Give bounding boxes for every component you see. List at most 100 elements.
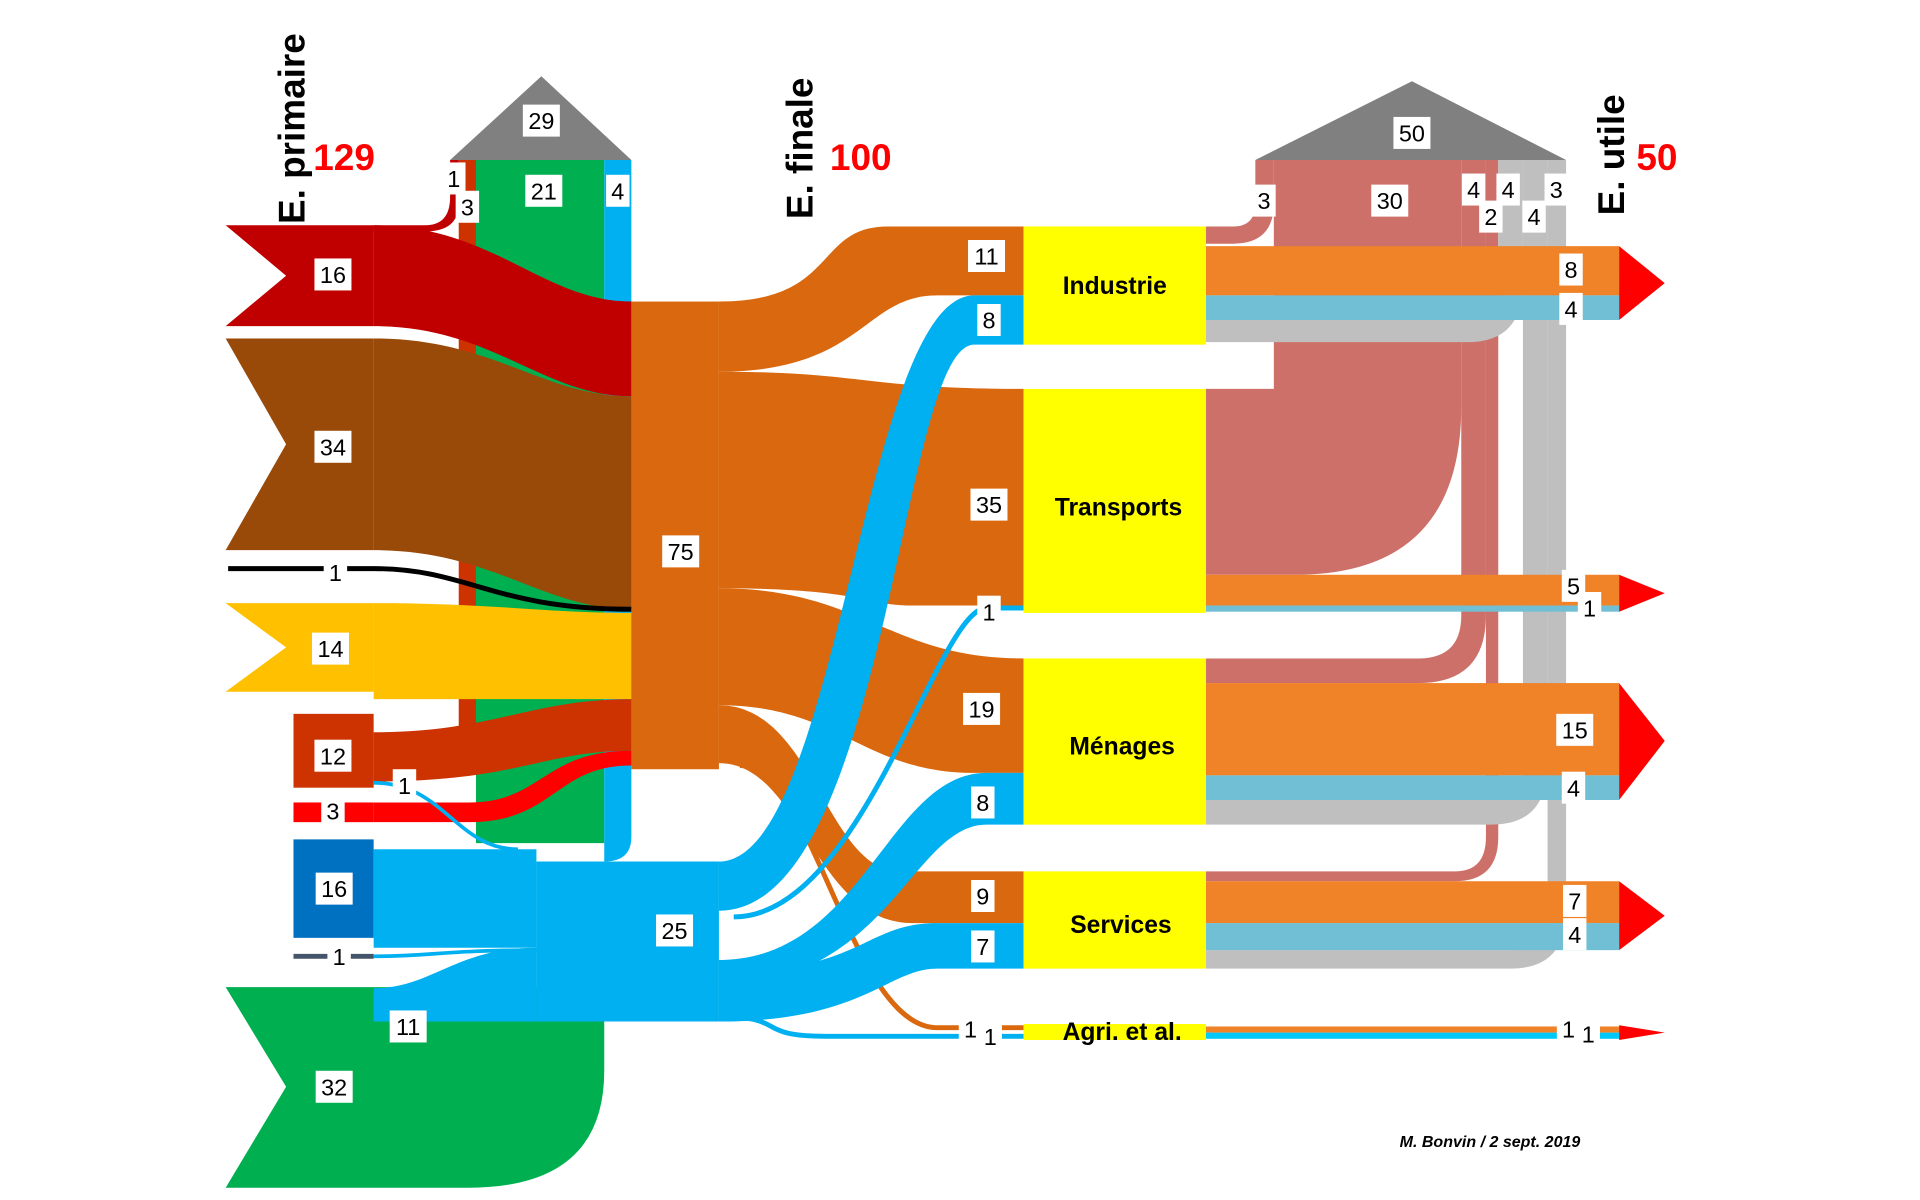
title-final: E. finale (780, 78, 821, 220)
value-label: 1 (329, 560, 342, 586)
value-label-bg (1496, 173, 1520, 206)
value-label-bg (970, 488, 1008, 521)
final-node-blue-25 (536, 861, 719, 1022)
value-label: 1 (984, 1024, 997, 1050)
out-orange-services (1206, 881, 1620, 924)
source-yellow-14 (225, 603, 374, 692)
value-label: 1 (982, 599, 995, 625)
value-label: 34 (320, 434, 346, 460)
sector-box-transports (1023, 388, 1207, 613)
value-label-bg (315, 1070, 353, 1103)
flow-orange-red (373, 699, 632, 782)
value-label: 50 (1399, 121, 1425, 147)
sector-name-transports: Transports (1055, 495, 1182, 522)
value-label-bg (971, 930, 995, 963)
value-label-bg (968, 240, 1006, 272)
sector-name-menages: Ménages (1069, 733, 1174, 760)
value-label-bg (1563, 918, 1587, 951)
value-label-bg (323, 556, 348, 589)
value-label: 19 (969, 697, 995, 723)
value-label: 4 (611, 178, 624, 204)
sector-box-services (1023, 871, 1207, 969)
value-label: 75 (668, 539, 694, 565)
value-label-bg (958, 1012, 983, 1045)
value-label-bg (977, 595, 1001, 628)
flow-red (373, 225, 632, 397)
value-label-bg (1559, 253, 1583, 286)
value-label-bg (662, 535, 700, 568)
value-label: 8 (976, 790, 989, 816)
value-label-bg (315, 872, 353, 905)
value-label-bg (1577, 592, 1602, 624)
value-label-bg (522, 104, 560, 137)
value-label: 1 (398, 773, 411, 799)
value-label: 9 (976, 884, 989, 910)
sector-name-services: Services (1070, 912, 1171, 939)
value-label: 1 (1562, 1017, 1575, 1043)
value-label-bg (392, 769, 417, 802)
value-label-bg (1252, 184, 1276, 217)
value-label: 4 (1502, 177, 1515, 203)
value-label: 3 (1550, 177, 1563, 203)
flow-orange-services (718, 705, 1024, 924)
value-label-bg (977, 304, 1001, 336)
flow-orange-menages (718, 588, 1024, 773)
loss-gray-industrie (1206, 160, 1523, 343)
flow-blue-industrie (718, 295, 1024, 911)
value-label: 16 (321, 876, 347, 902)
value-label: 32 (321, 1074, 347, 1100)
value-label: 3 (326, 799, 339, 825)
value-label: 4 (1528, 204, 1541, 230)
value-label-bg (978, 1020, 1002, 1053)
out-orange-menages (1206, 683, 1620, 776)
value-label: 4 (1467, 177, 1480, 203)
value-label: 29 (528, 108, 554, 134)
useful-outputs (1206, 246, 1665, 1040)
value-label-bg (389, 1010, 427, 1043)
value-label: 4 (1567, 775, 1580, 801)
value-label: 12 (320, 743, 346, 769)
flow-green-to-blue (373, 947, 537, 1022)
value-label: 11 (396, 1014, 420, 1040)
value-label-bg (606, 174, 630, 207)
flow-blue-menages (718, 772, 1024, 985)
flow-black (228, 566, 632, 612)
value-label: 1 (333, 944, 346, 970)
out-blue-menages (1206, 775, 1620, 800)
value-label: 8 (1565, 257, 1578, 283)
arrow-menages (1619, 683, 1665, 800)
value-label: 30 (1377, 188, 1403, 214)
sector-box-industrie (1023, 226, 1207, 345)
sector-box-agri (1023, 1024, 1207, 1040)
out-blue-agri (1206, 1032, 1620, 1039)
arrow-agri (1619, 1025, 1665, 1040)
value-label: 25 (661, 918, 687, 944)
value-label-bg (1556, 713, 1594, 746)
value-label: 5 (1567, 573, 1580, 599)
value-label-bg (656, 914, 694, 947)
total-useful: 50 (1636, 137, 1677, 178)
sector-box-menages (1023, 658, 1207, 825)
flow-yellow (373, 603, 632, 700)
value-label: 1 (1582, 1021, 1595, 1047)
value-label: 1 (447, 166, 460, 192)
value-label-bg (314, 258, 352, 291)
value-label-bg (1544, 173, 1568, 206)
value-label-bg (1371, 184, 1409, 217)
flow-orange-transports (718, 371, 1024, 606)
value-label-bg (327, 940, 351, 973)
value-label: 4 (1568, 922, 1581, 948)
flow-orange-industrie (718, 226, 1024, 372)
value-label-bg (1563, 884, 1587, 917)
value-label-bg (963, 692, 1001, 725)
flow-blue-services (718, 923, 1024, 1022)
total-final: 100 (830, 137, 892, 178)
loss-band-industrie (1206, 160, 1274, 244)
flow-blue-agri (718, 1014, 1024, 1039)
out-orange-agri (1206, 1026, 1620, 1033)
value-label: 7 (976, 934, 989, 960)
out-orange-industrie (1206, 246, 1620, 296)
out-blue-services (1206, 923, 1620, 951)
